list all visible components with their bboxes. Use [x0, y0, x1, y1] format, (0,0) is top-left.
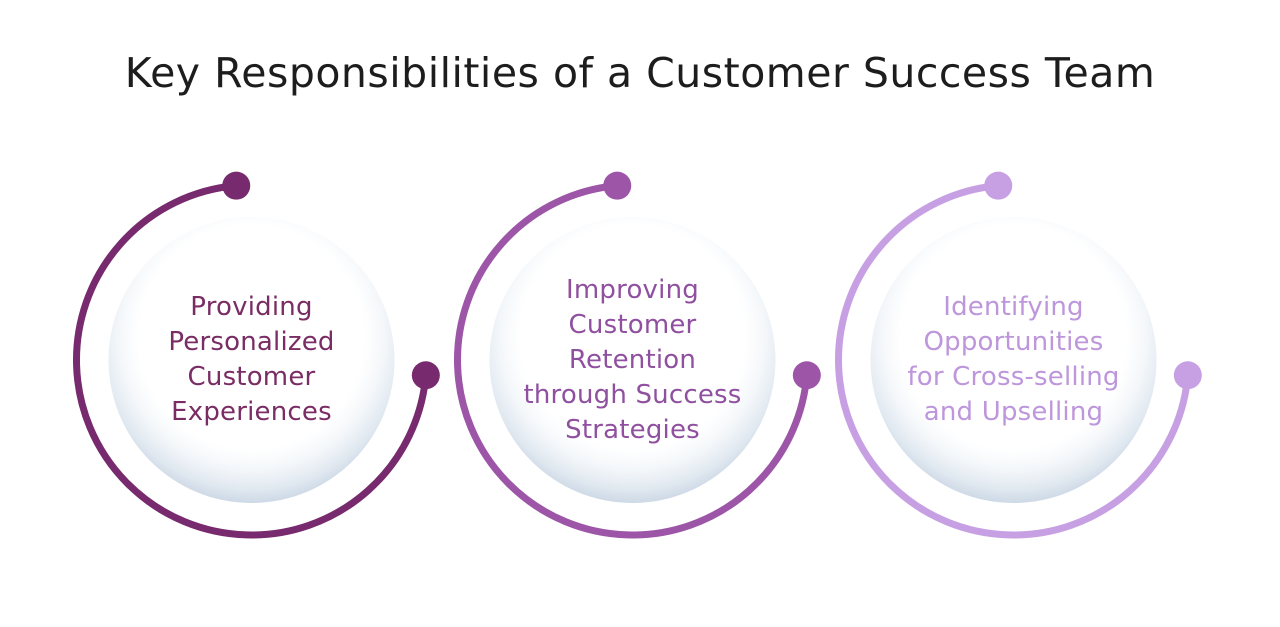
arc-end-dot	[792, 361, 821, 390]
responsibility-graphic	[835, 171, 1202, 539]
arc-start-dot	[603, 171, 632, 200]
progress-arc	[454, 182, 811, 539]
responsibility-item-1: Providing Personalized Customer Experien…	[61, 150, 442, 550]
circle-disc	[108, 217, 395, 503]
arc-end-dot	[1173, 361, 1202, 390]
progress-arc	[835, 182, 1192, 539]
arc-start-dot	[984, 171, 1013, 200]
responsibility-label: Identifying Opportunities for Cross-sell…	[907, 292, 1120, 427]
responsibility-item-3: Identifying Opportunities for Cross-sell…	[823, 150, 1204, 550]
progress-arc	[73, 182, 430, 539]
arc-end-dot	[411, 361, 440, 390]
responsibility-graphic	[454, 171, 821, 539]
responsibility-item-2: Improving Customer Retention through Suc…	[442, 150, 823, 550]
arc-start-dot	[222, 171, 251, 200]
page-title: Key Responsibilities of a Customer Succe…	[124, 49, 1156, 97]
responsibility-label: Improving Customer Retention through Suc…	[523, 274, 742, 445]
responsibility-graphic	[73, 171, 440, 539]
circle-disc	[489, 217, 776, 503]
responsibility-label: Providing Personalized Customer Experien…	[168, 292, 335, 427]
circle-disc	[870, 217, 1157, 503]
